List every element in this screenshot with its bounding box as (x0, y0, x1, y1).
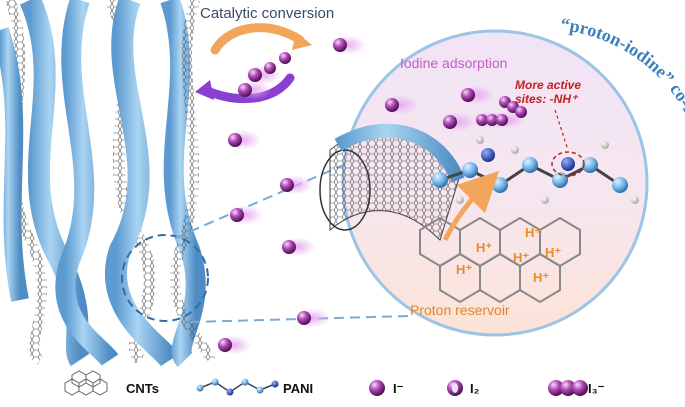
proton-transfer-arrow (442, 170, 500, 242)
iodide-ion (297, 311, 311, 325)
proton-label: H⁺ (545, 245, 562, 260)
proton-reservoir-sheet (419, 216, 581, 304)
iodide-ion (461, 88, 475, 102)
legend-iodide-label: I⁻ (393, 381, 404, 396)
triiodide-ion (515, 106, 527, 118)
active-sites-line1: More active (515, 78, 582, 92)
catalytic-conversion-label: Catalytic conversion (200, 5, 335, 22)
legend-triiodide-icon (548, 380, 588, 396)
legend-icons (64, 370, 588, 396)
proton-label: H⁺ (533, 270, 550, 285)
iodide-ion (280, 178, 294, 192)
iodine-molecule (279, 52, 291, 64)
zoom-line-bottom (189, 315, 411, 323)
legend-pani-icon (196, 378, 279, 396)
zoom-region-circle (121, 234, 209, 322)
iodide-ion (238, 83, 252, 97)
iodide-ion (443, 115, 457, 129)
iodide-ion (228, 133, 242, 147)
legend-pani-label: PANI (283, 381, 314, 396)
iodide-ion (282, 240, 296, 254)
iodide-ion (218, 338, 232, 352)
proton-label: H⁺ (525, 225, 542, 240)
legend-cnts-label: CNTs (126, 381, 159, 396)
proton-label: H⁺ (476, 240, 493, 255)
proton-label: H⁺ (456, 262, 473, 277)
iodide-ion (248, 68, 262, 82)
active-sites-label: More active sites: -NH⁺ (515, 78, 581, 106)
legend-iodide-icon (369, 380, 385, 396)
iodide-ion (385, 98, 399, 112)
cnt-tube (319, 123, 465, 241)
active-sites-line2: sites: -NH⁺ (515, 92, 578, 106)
legend-iodine-label: I₂ (470, 381, 480, 396)
iodine-adsorption-label: Iodine adsorption (400, 55, 508, 71)
iodide-ion (333, 38, 347, 52)
triiodide-ion (496, 114, 508, 126)
proton-reservoir-label: Proton reservoir (410, 302, 510, 318)
iodine-molecule (264, 62, 276, 74)
zoom-line-top (174, 159, 356, 239)
legend-triiodide-label: I₃⁻ (588, 381, 605, 396)
iodide-ion (230, 208, 244, 222)
legend-cnts-icon (64, 370, 108, 396)
legend-iodine-icon (447, 380, 463, 396)
proton-label: H⁺ (513, 250, 530, 265)
iodine-species (215, 35, 527, 355)
fiber-bundle (0, 0, 215, 368)
